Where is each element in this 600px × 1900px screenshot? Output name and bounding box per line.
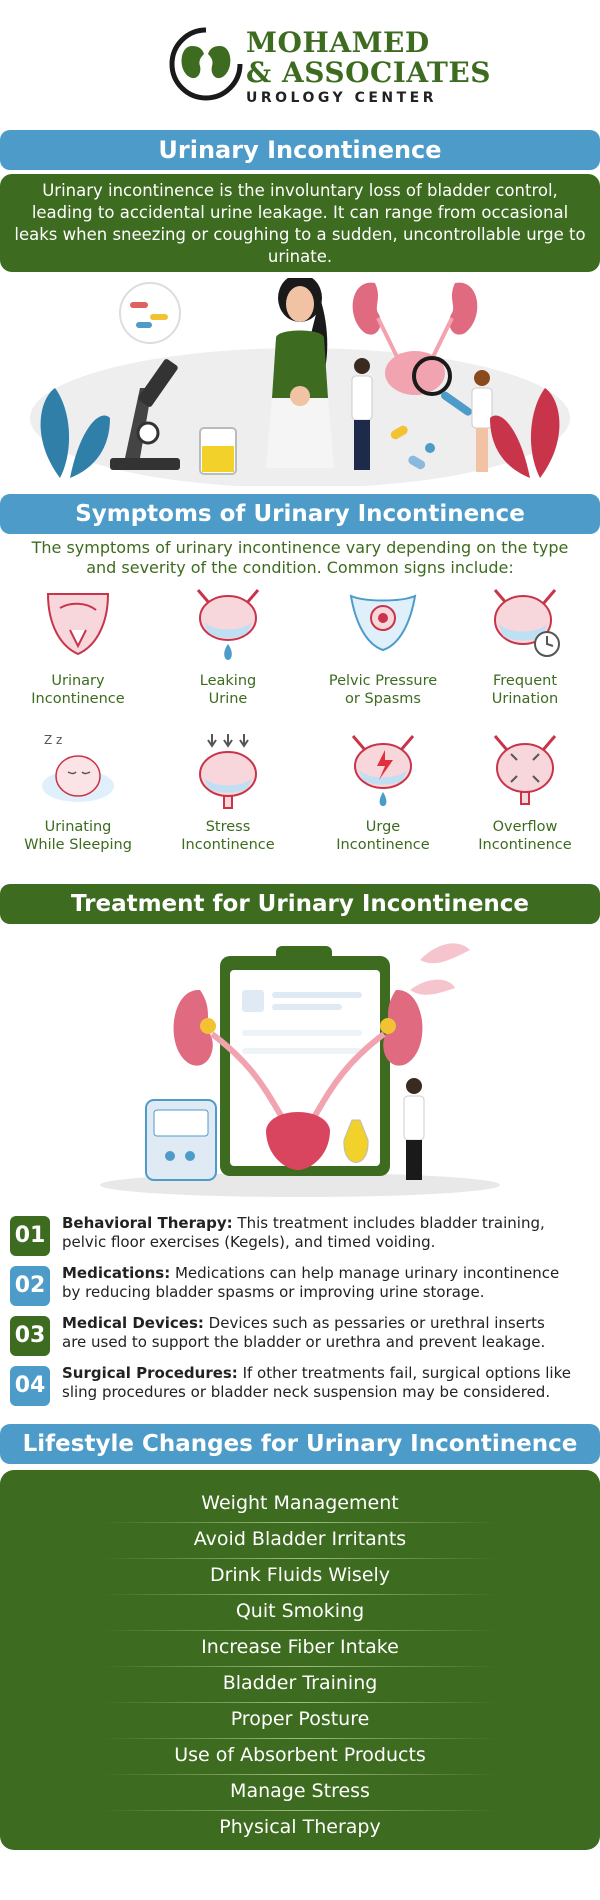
lifestyle-title: Lifestyle Changes for Urinary Incontinen… (0, 1424, 600, 1464)
doctor-icon (471, 370, 493, 472)
pelvis-icon (46, 593, 110, 656)
treatment-item: 01 Behavioral Therapy: This treatment in… (10, 1214, 590, 1262)
leaf-icon (490, 388, 560, 478)
doctor-icon (351, 358, 373, 470)
intro-title: Urinary Incontinence (0, 130, 600, 170)
bladder-pressure-icon (199, 734, 257, 809)
treatment-description: Behavioral Therapy: This treatment inclu… (62, 1214, 545, 1251)
lifestyle-item: Proper Posture (230, 1708, 370, 1730)
treatment-title: Treatment for Urinary Incontinence (0, 884, 600, 924)
bladder-overflow-icon (493, 735, 557, 805)
clinic-logo: MOHAMED & ASSOCIATES UROLOGY CENTER (0, 24, 600, 106)
leaf-icon (410, 943, 470, 995)
lifestyle-item: Avoid Bladder Irritants (193, 1528, 407, 1550)
step-number: 03 (10, 1316, 50, 1356)
symptoms-title: Symptoms of Urinary Incontinence (0, 494, 600, 534)
treatment-item: 03 Medical Devices: Devices such as pess… (10, 1314, 590, 1362)
step-number: 01 (10, 1216, 50, 1256)
pelvic-icon (349, 594, 417, 652)
lifestyle-item: Physical Therapy (219, 1816, 381, 1838)
svg-text:Z z: Z z (44, 733, 62, 747)
divider (100, 1522, 500, 1523)
kidney-icon (173, 989, 423, 1066)
bladder-urge-icon (351, 735, 415, 806)
symptoms-intro: The symptoms of urinary incontinence var… (31, 538, 569, 577)
divider (100, 1630, 500, 1631)
lifestyle-item: Increase Fiber Intake (201, 1636, 399, 1658)
bladder-drop-icon (196, 589, 260, 660)
step-number: 04 (10, 1366, 50, 1406)
hero-illustration (30, 278, 570, 486)
leaf-icon (40, 388, 110, 478)
lifestyle-item: Use of Absorbent Products (174, 1744, 426, 1766)
divider (100, 1558, 500, 1559)
treatment-item: 02 Medications: Medications can help man… (10, 1264, 590, 1312)
intro-text: Urinary incontinence is the involuntary … (0, 174, 600, 272)
treatment-description: Surgical Procedures: If other treatments… (62, 1364, 571, 1401)
sleeping-icon: Z z (42, 733, 114, 802)
lifestyle-item: Drink Fluids Wisely (209, 1564, 391, 1586)
divider (100, 1702, 500, 1703)
treatment-description: Medical Devices: Devices such as pessari… (62, 1314, 546, 1351)
bladder-clock-icon (493, 589, 560, 657)
lifestyle-item: Manage Stress (230, 1780, 370, 1802)
treatment-description: Medications: Medications can help manage… (62, 1264, 560, 1301)
treatment-illustration (100, 943, 500, 1197)
divider (100, 1774, 500, 1775)
kidney-logo-icon (169, 27, 243, 101)
logo-associates: & ASSOCIATES (246, 56, 491, 89)
doctor-icon (403, 1078, 425, 1180)
kidney-icon (352, 282, 478, 335)
lifestyle-item: Bladder Training (222, 1672, 378, 1694)
logo-name: MOHAMED (246, 26, 430, 59)
monitor-device-icon (145, 1099, 217, 1181)
divider (100, 1666, 500, 1667)
woman-illustration (266, 278, 334, 468)
microscope-icon (110, 359, 180, 470)
divider (100, 1594, 500, 1595)
lifestyle-item: Weight Management (201, 1492, 399, 1514)
logo-subtitle: UROLOGY CENTER (246, 90, 438, 106)
lifestyle-panel: Weight Management Avoid Bladder Irritant… (0, 1470, 600, 1850)
divider (100, 1810, 500, 1811)
step-number: 02 (10, 1266, 50, 1306)
treatment-item: 04 Surgical Procedures: If other treatme… (10, 1364, 590, 1412)
divider (100, 1738, 500, 1739)
lifestyle-item: Quit Smoking (235, 1600, 365, 1622)
